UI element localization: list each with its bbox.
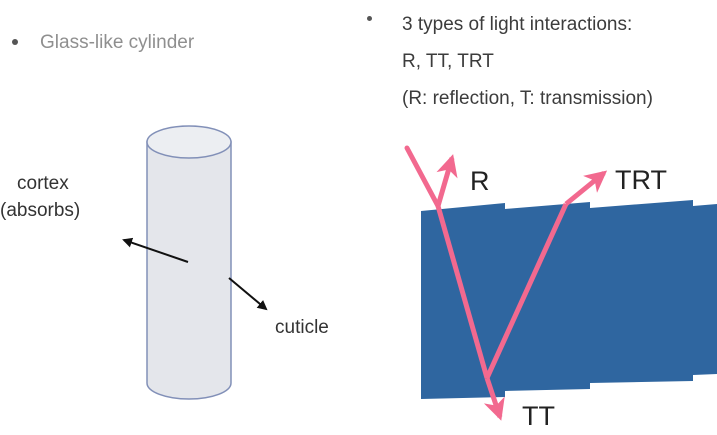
absorbs-label: (absorbs) xyxy=(0,200,81,221)
hair-fiber xyxy=(421,200,717,399)
cortex-arrow xyxy=(122,237,189,263)
light-paths xyxy=(404,145,608,421)
right-bullet-line3: (R: reflection, T: transmission) xyxy=(402,88,653,109)
cortex-label: cortex xyxy=(17,173,69,194)
tt-ray xyxy=(483,377,505,421)
right-bullet-line1: 3 types of light interactions: xyxy=(402,14,633,35)
incident-ray xyxy=(404,145,441,209)
refracted-ray xyxy=(435,205,490,379)
trt-label: TRT xyxy=(615,165,667,195)
cylinder-body xyxy=(146,141,232,400)
cylinder-top xyxy=(146,125,232,159)
right-bullet-line2: R, TT, TRT xyxy=(402,51,494,72)
r-ray xyxy=(435,154,458,207)
left-bullet-text: Glass-like cylinder xyxy=(40,32,195,53)
internal-ray xyxy=(484,202,569,380)
right-bullet-dot xyxy=(367,16,372,21)
glass-cylinder xyxy=(146,125,232,400)
tt-label: TT xyxy=(522,401,555,431)
r-label: R xyxy=(470,166,490,196)
cuticle-arrow xyxy=(228,277,268,311)
left-bullet-dot xyxy=(12,39,18,45)
cuticle-label: cuticle xyxy=(275,317,329,338)
trt-ray xyxy=(564,170,608,206)
